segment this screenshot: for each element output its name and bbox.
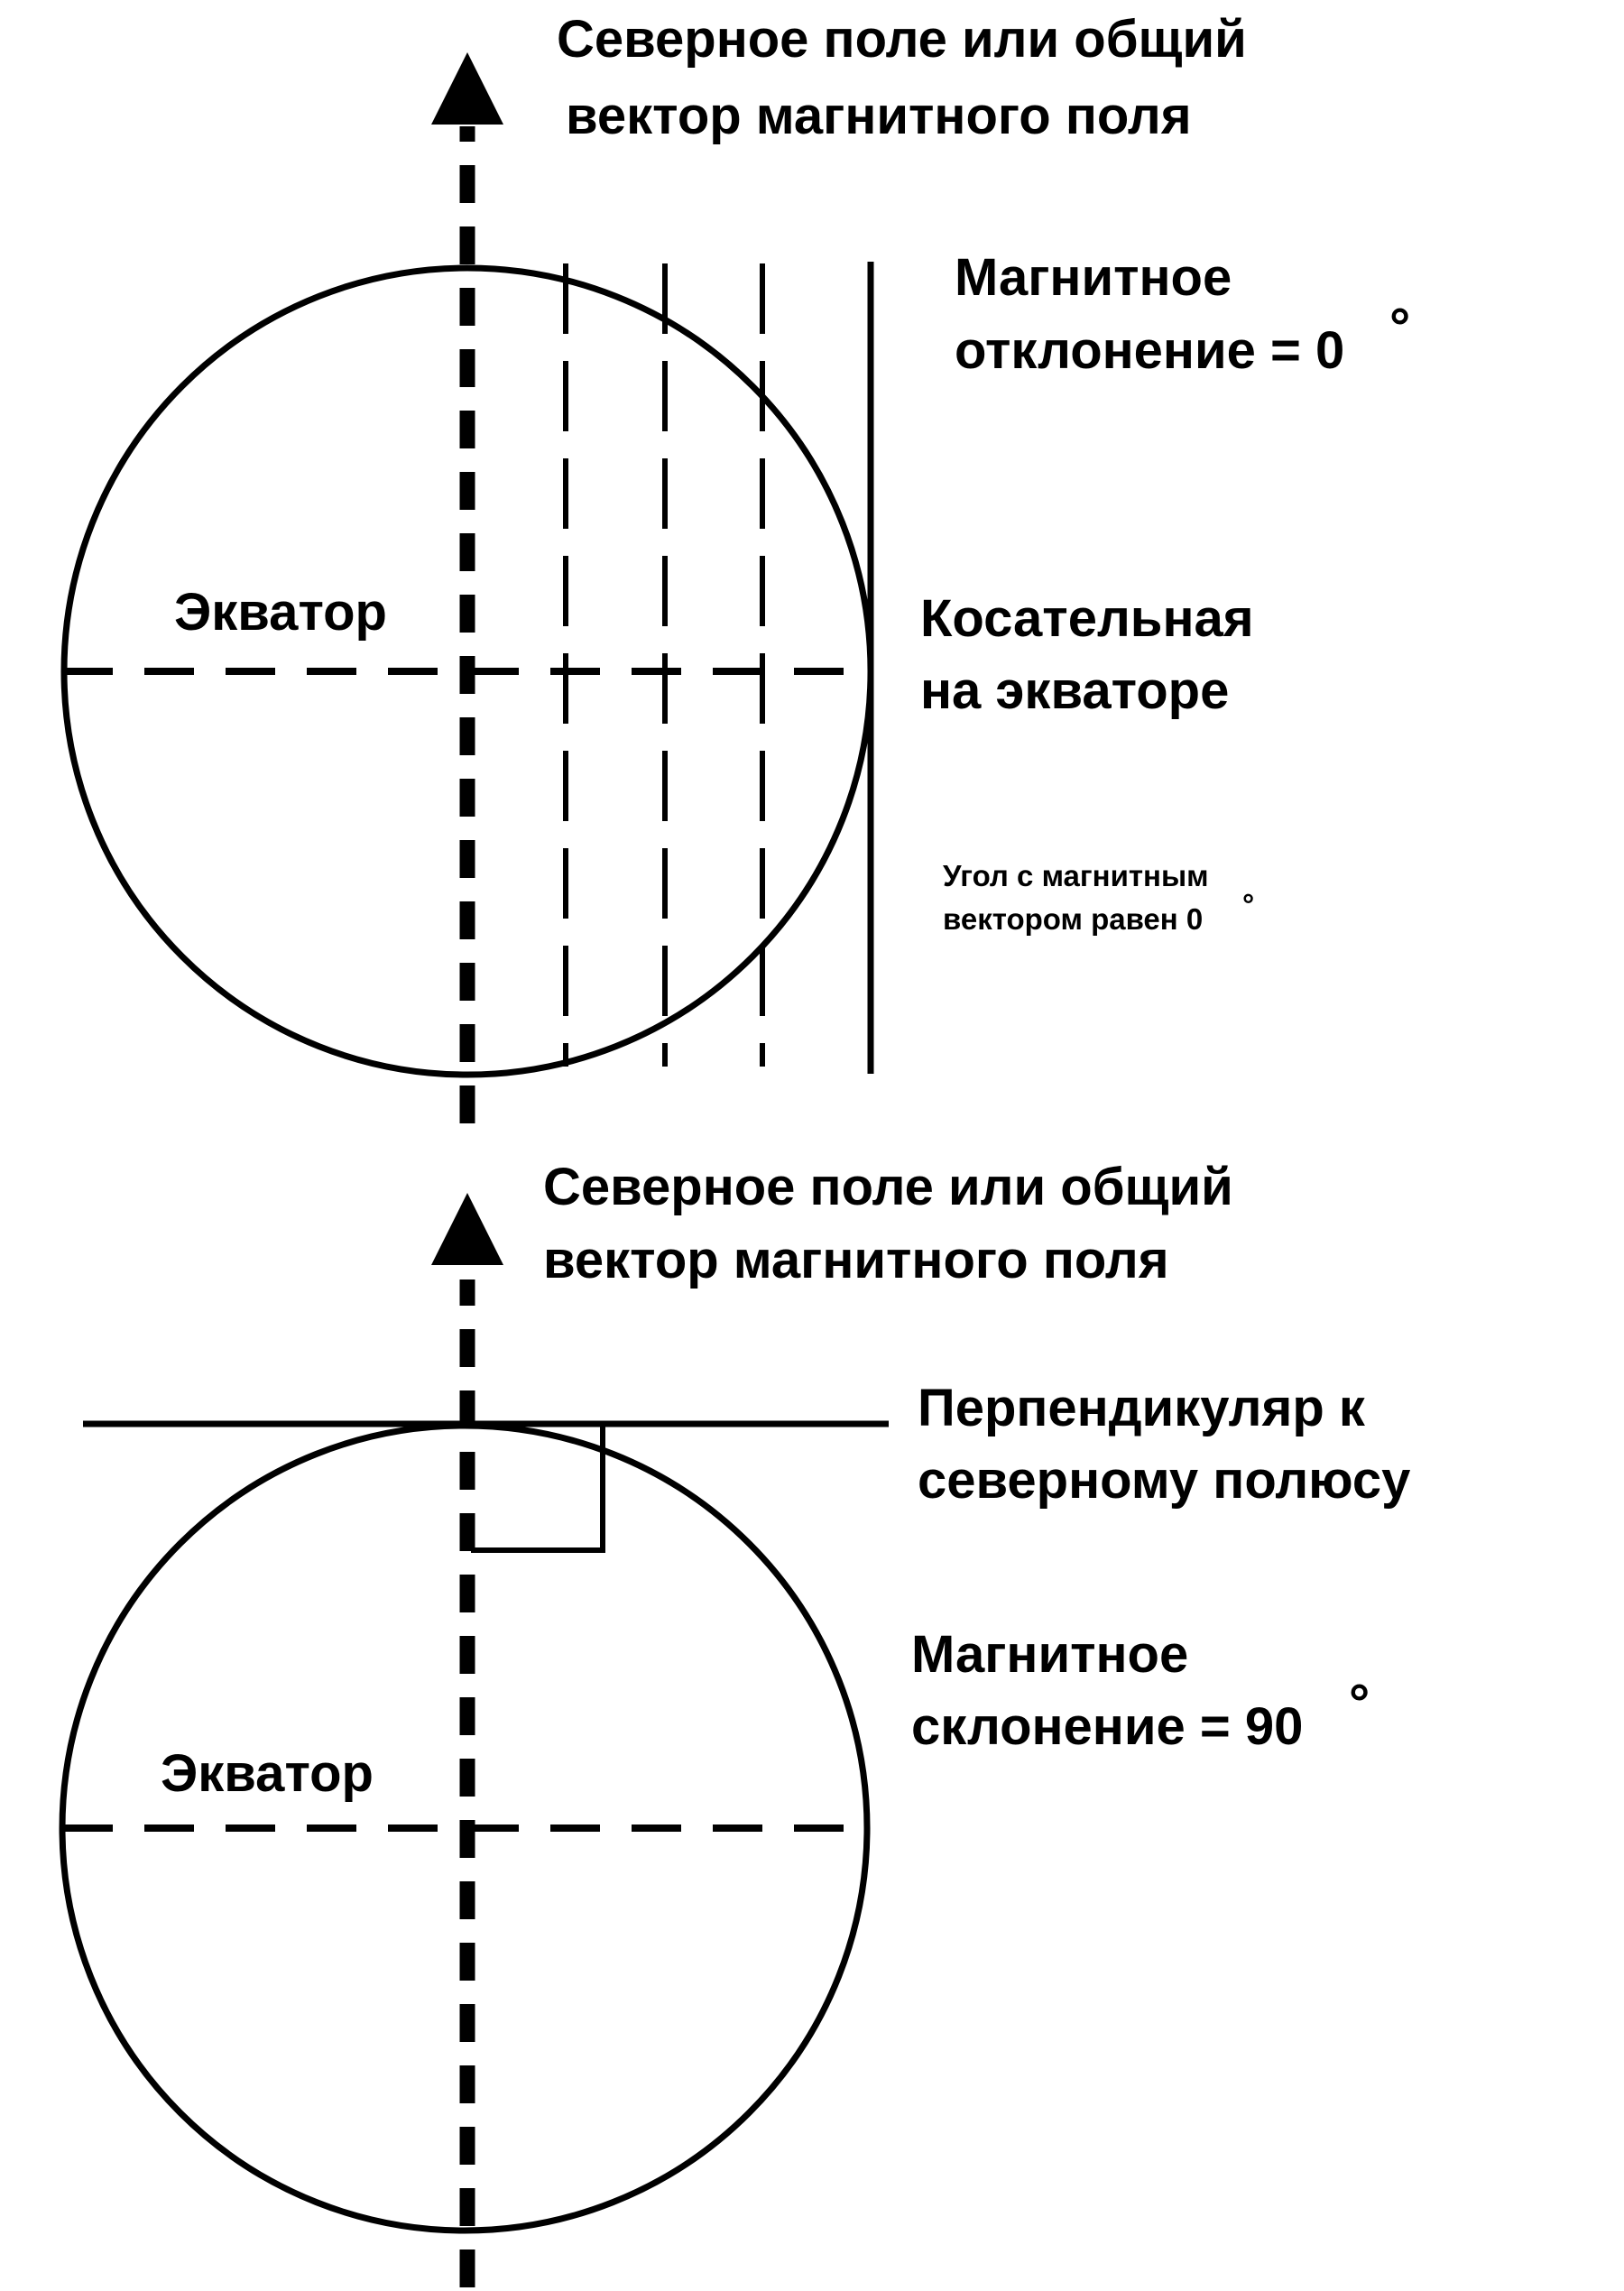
bottom-equator-label: Экватор — [161, 1744, 374, 1803]
top-deviation-degree: ° — [1389, 298, 1410, 356]
bottom-field-vector-arrowhead — [431, 1193, 503, 1265]
bottom-declination-degree: ° — [1349, 1674, 1370, 1732]
bottom-vector-label-line1: Северное поле или общий — [543, 1158, 1233, 1216]
top-angle-line2: вектором равен 0 — [943, 902, 1203, 936]
top-panel: Северное поле или общий вектор магнитног… — [60, 10, 1410, 1123]
top-tangent-line1: Косательная — [920, 589, 1254, 648]
top-deviation-line1: Магнитное — [955, 248, 1232, 307]
bottom-panel: Северное поле или общий вектор магнитног… — [59, 1158, 1410, 2287]
top-tangent-line2: на экваторе — [920, 661, 1229, 720]
top-deviation-line2: отклонение = 0 — [955, 321, 1344, 380]
bottom-declination-line1: Магнитное — [911, 1625, 1188, 1684]
top-vector-label-line2: вектор магнитного поля — [566, 87, 1192, 145]
bottom-globe-circle — [59, 1422, 871, 2234]
bottom-declination-line2: склонение = 90 — [911, 1697, 1303, 1756]
top-equator-label: Экватор — [174, 583, 387, 642]
top-vector-label-line1: Северное поле или общий — [557, 10, 1247, 69]
top-field-vector-arrowhead — [431, 52, 503, 125]
bottom-vector-label-line2: вектор магнитного поля — [543, 1231, 1169, 1289]
top-angle-line1: Угол с магнитным — [943, 859, 1209, 892]
top-angle-degree: ° — [1242, 888, 1254, 921]
bottom-perpendicular-line1: Перпендикуляр к — [918, 1379, 1366, 1437]
bottom-perpendicular-line2: северному полюсу — [918, 1451, 1410, 1510]
bottom-right-angle-marker — [471, 1426, 605, 1553]
